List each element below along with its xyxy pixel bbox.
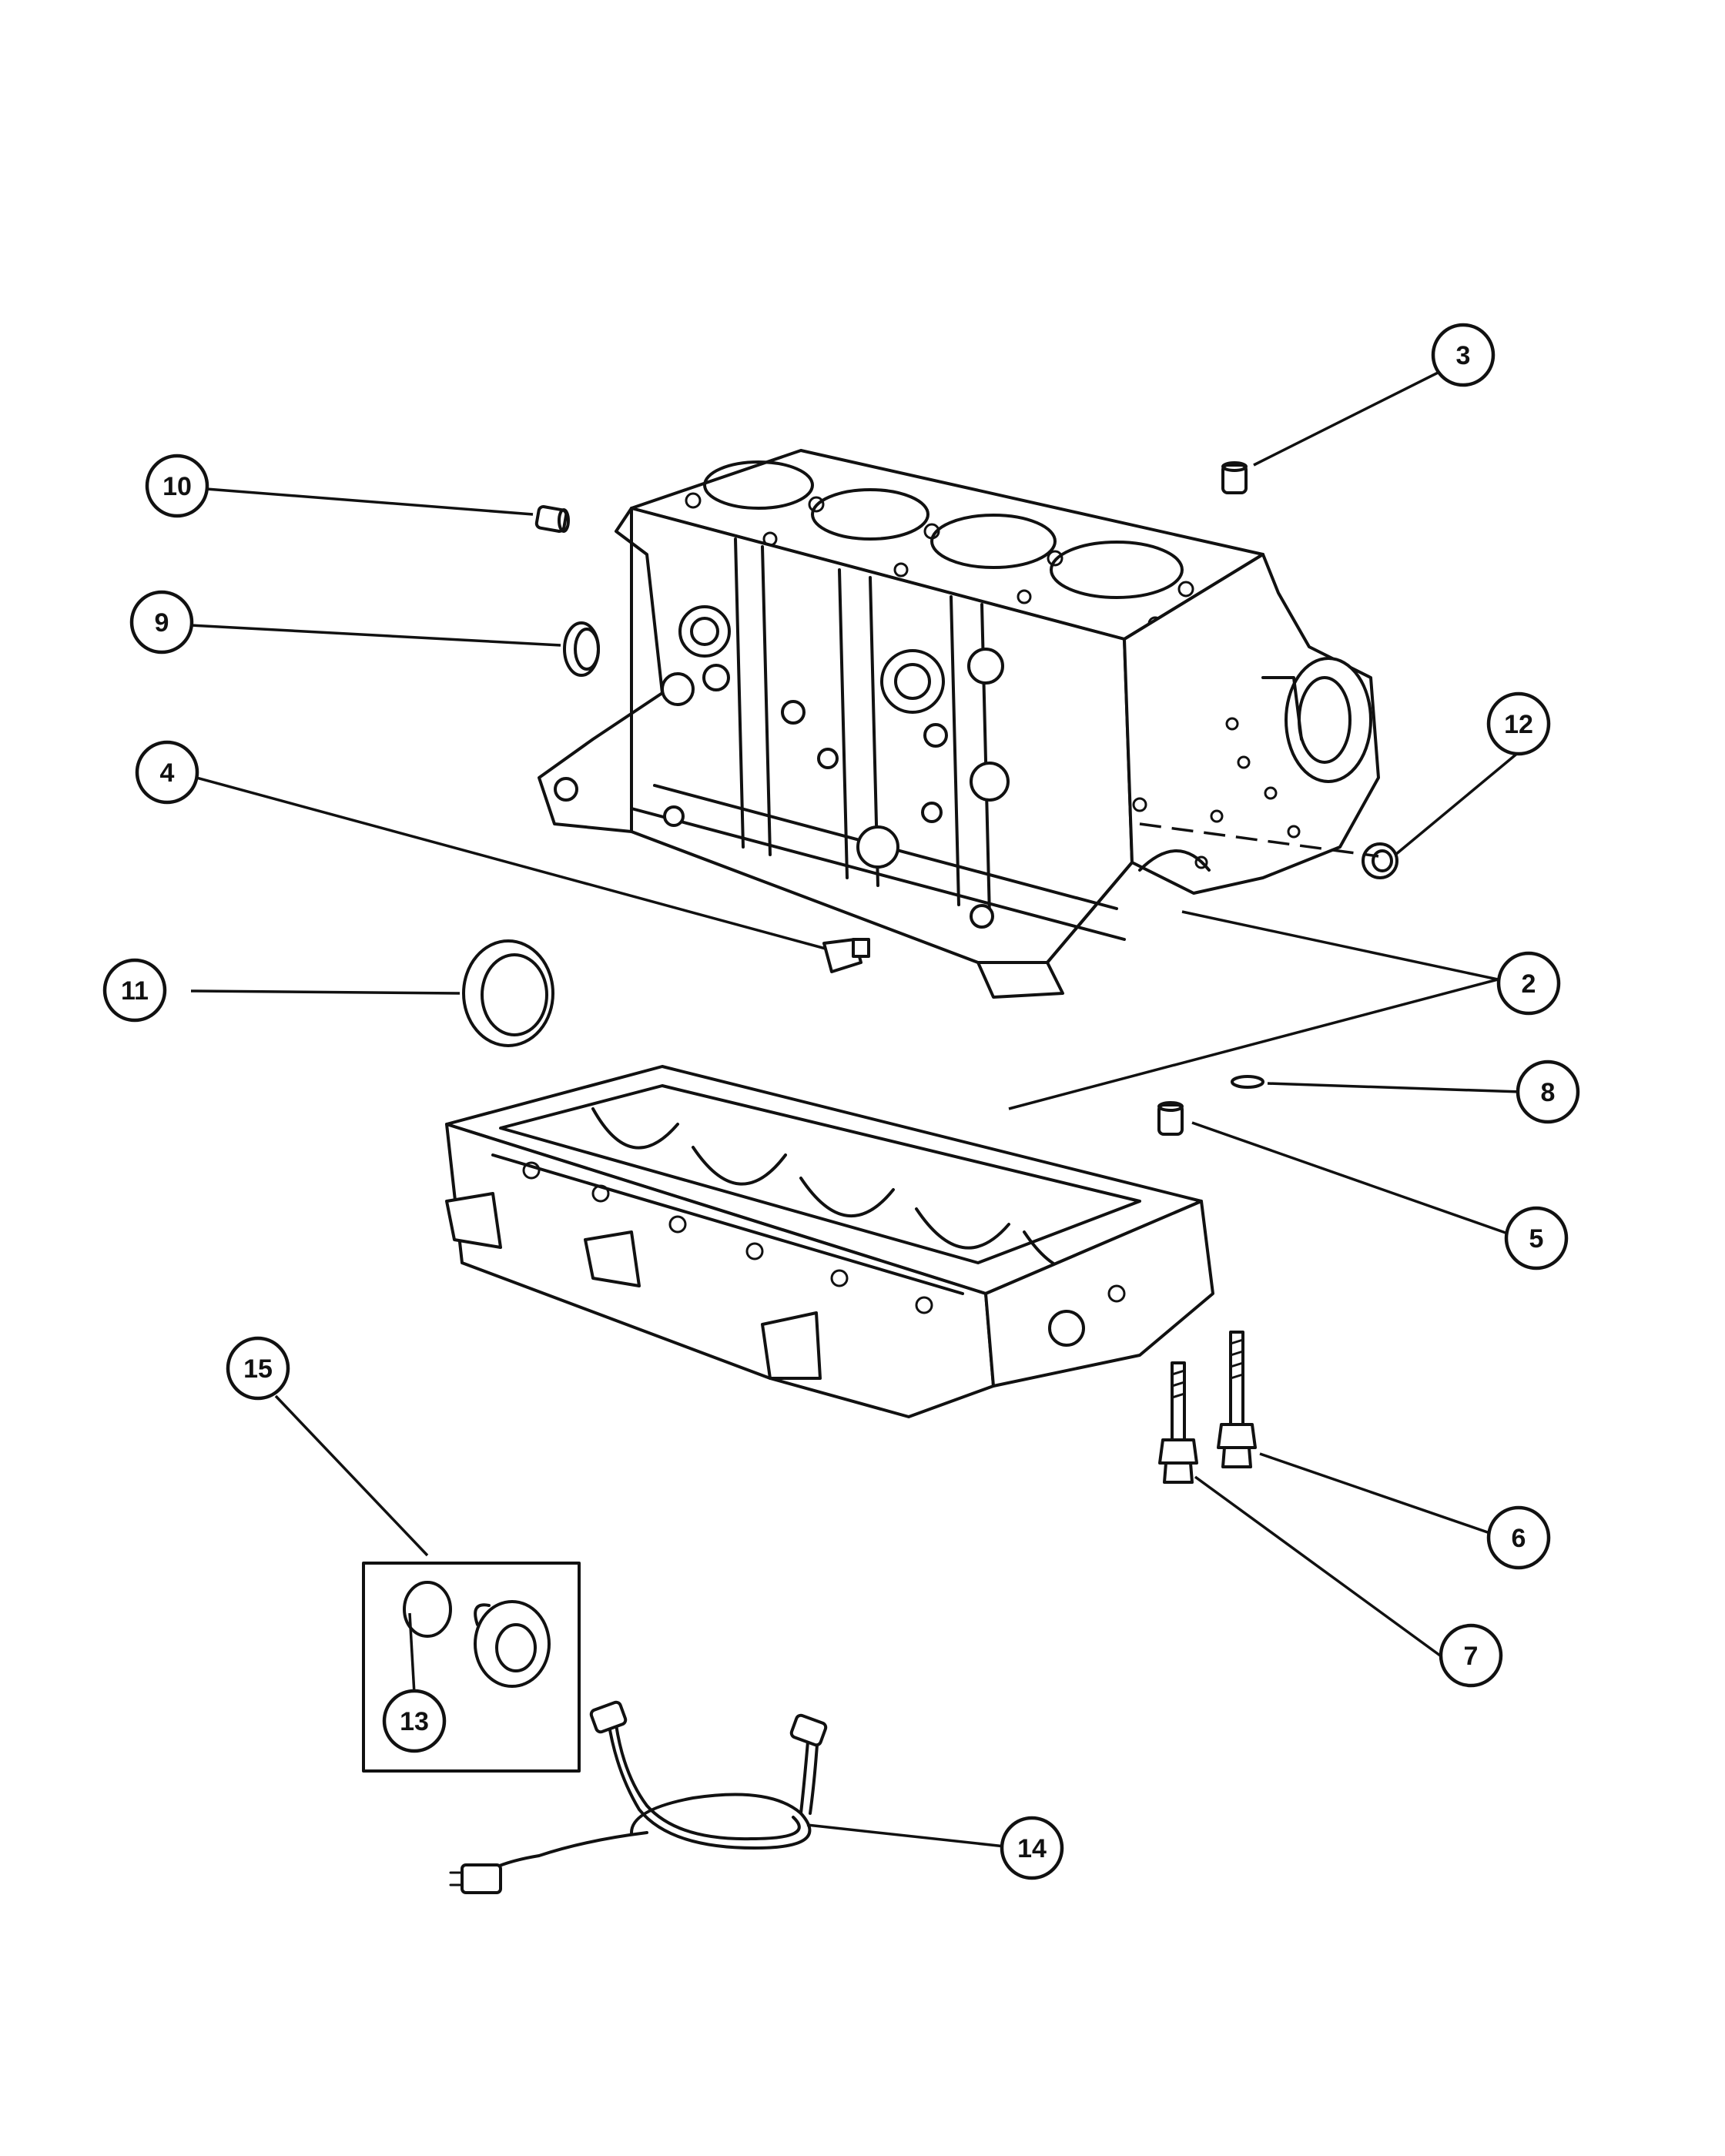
callout-7[interactable]: 7 xyxy=(1439,1623,1503,1688)
callout-label: 2 xyxy=(1522,969,1536,999)
heater-cord-14[interactable] xyxy=(449,1700,828,1894)
callout-label: 6 xyxy=(1512,1524,1526,1553)
rear-main-seal-11[interactable] xyxy=(462,939,554,1047)
callout-3[interactable]: 3 xyxy=(1431,323,1496,387)
callout-label: 9 xyxy=(155,608,169,638)
core-plug-9[interactable] xyxy=(563,621,600,677)
front-seal-12[interactable] xyxy=(1362,842,1398,879)
callout-label: 4 xyxy=(160,758,175,788)
callout-6[interactable]: 6 xyxy=(1486,1505,1551,1570)
plug-4[interactable] xyxy=(822,938,870,973)
callout-14[interactable]: 14 xyxy=(1000,1816,1064,1880)
callout-label: 8 xyxy=(1541,1078,1556,1107)
callout-label: 7 xyxy=(1464,1642,1479,1671)
callout-8[interactable]: 8 xyxy=(1516,1060,1580,1124)
callout-9[interactable]: 9 xyxy=(129,590,194,654)
callout-12[interactable]: 12 xyxy=(1486,691,1551,756)
callout-label: 11 xyxy=(121,976,149,1006)
callout-5[interactable]: 5 xyxy=(1504,1206,1569,1270)
callout-2[interactable]: 2 xyxy=(1496,951,1561,1016)
callout-label: 15 xyxy=(243,1354,273,1384)
dowel-pin-3[interactable] xyxy=(1221,461,1248,494)
callout-13[interactable]: 13 xyxy=(382,1689,447,1753)
callout-label: 3 xyxy=(1456,341,1471,370)
callout-label: 13 xyxy=(400,1707,429,1736)
bedplate[interactable] xyxy=(445,1065,1214,1418)
callout-label: 14 xyxy=(1017,1834,1047,1863)
bolt-7[interactable] xyxy=(1158,1361,1198,1484)
leader-lines xyxy=(190,357,1522,1848)
o-ring-8[interactable] xyxy=(1231,1075,1264,1089)
callout-11[interactable]: 11 xyxy=(102,958,167,1023)
callout-label: 5 xyxy=(1529,1224,1544,1254)
cylinder-block[interactable] xyxy=(538,449,1380,999)
bolt-6[interactable] xyxy=(1217,1331,1257,1468)
callout-15[interactable]: 15 xyxy=(226,1336,290,1401)
callout-10[interactable]: 10 xyxy=(145,454,209,518)
dowel-5[interactable] xyxy=(1157,1101,1184,1136)
callout-4[interactable]: 4 xyxy=(135,740,199,805)
callout-label: 12 xyxy=(1504,710,1533,739)
dowel-10[interactable] xyxy=(534,505,570,533)
callout-label: 10 xyxy=(162,472,192,501)
